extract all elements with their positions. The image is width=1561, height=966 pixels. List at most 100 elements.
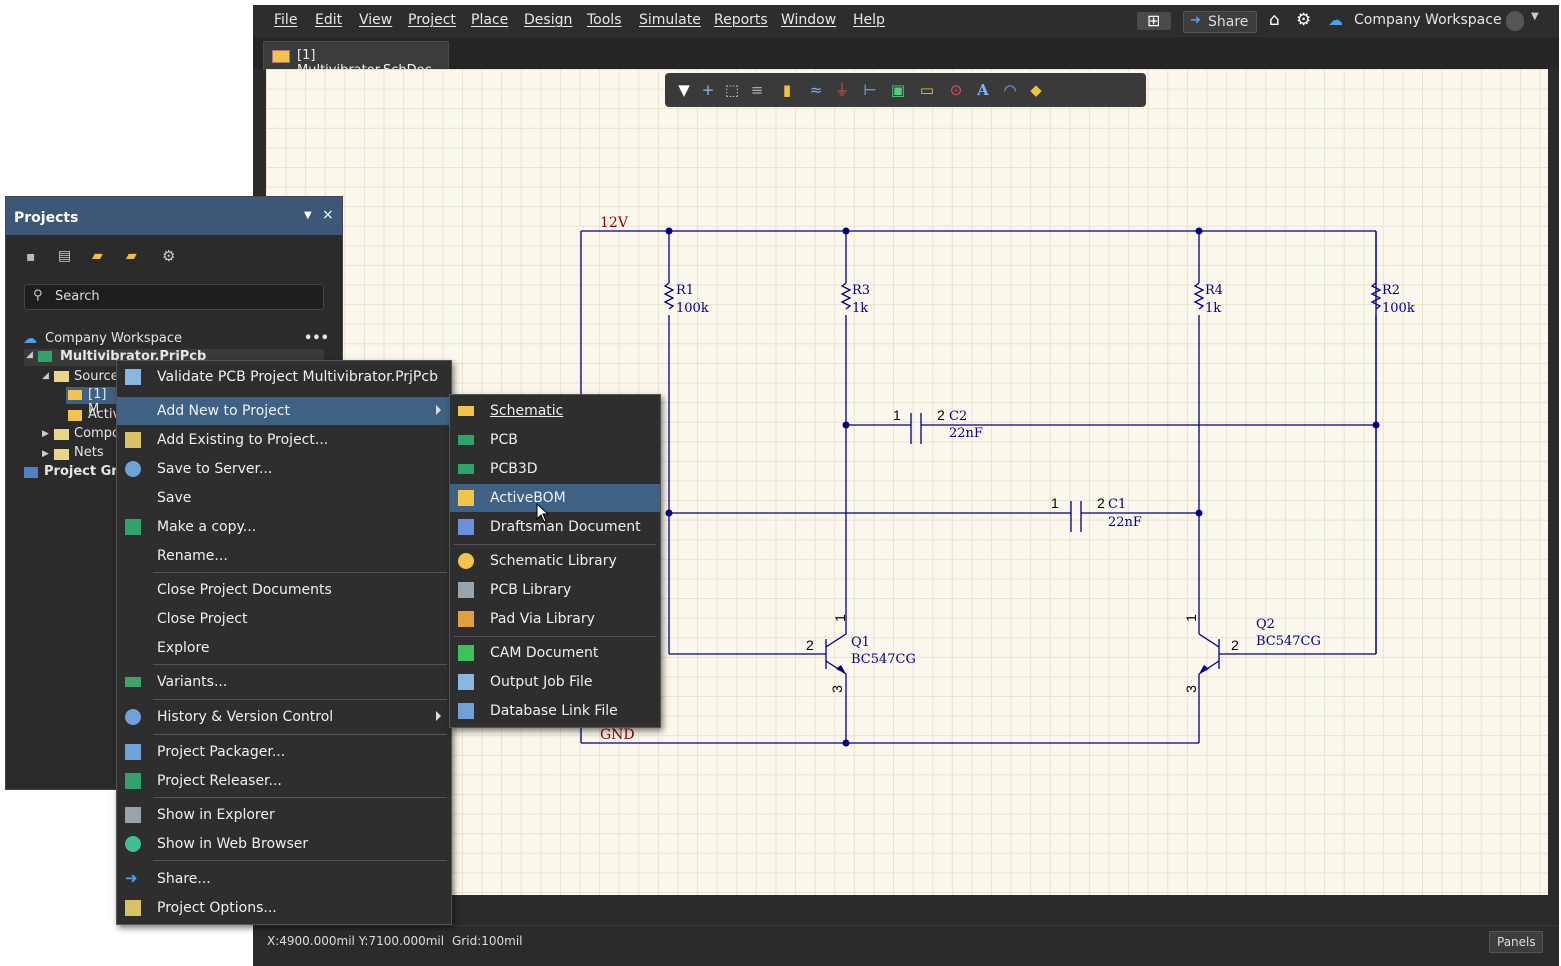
gear-icon[interactable]: ⚙: [1296, 10, 1312, 30]
project-folder-icon[interactable]: ▰: [126, 248, 137, 264]
r2-designator[interactable]: R2: [1382, 283, 1401, 298]
menu-explore[interactable]: Explore: [117, 634, 451, 662]
submenu-database-link-file[interactable]: Database Link File: [450, 697, 660, 725]
chevron-down-icon[interactable]: ▼: [1531, 11, 1539, 22]
tree-project-group[interactable]: Project Gro: [44, 464, 127, 479]
menu-view[interactable]: View: [359, 12, 393, 28]
net-label-12v[interactable]: 12V: [600, 215, 628, 231]
port-icon[interactable]: ▭: [919, 81, 935, 99]
c1-value[interactable]: 22nF: [1108, 515, 1142, 530]
r4-designator[interactable]: R4: [1205, 283, 1224, 298]
menu-close-project-documents[interactable]: Close Project Documents: [117, 576, 451, 604]
open-folder-icon[interactable]: ▰: [92, 248, 103, 264]
submenu-schematic[interactable]: Schematic: [450, 397, 660, 425]
menu-show-in-explorer[interactable]: Show in Explorer: [117, 801, 451, 829]
q1-designator[interactable]: Q1: [851, 635, 870, 650]
menu-share[interactable]: ➜ Share...: [117, 865, 451, 893]
filter-icon[interactable]: ▼: [678, 81, 690, 99]
submenu-output-job-file[interactable]: Output Job File: [450, 668, 660, 696]
home-icon[interactable]: ⌂: [1269, 10, 1280, 30]
menu-history-version-control[interactable]: History & Version Control: [117, 703, 451, 731]
wire-icon[interactable]: ≈: [809, 81, 823, 99]
expand-icon[interactable]: ◢: [42, 371, 49, 381]
menu-close-project[interactable]: Close Project: [117, 605, 451, 633]
search-input[interactable]: ⚲ Search: [24, 284, 324, 310]
collapse-icon[interactable]: ▶: [42, 429, 49, 439]
workspace-label[interactable]: Company Workspace: [1354, 12, 1502, 28]
power-port-icon[interactable]: ⏚: [834, 81, 850, 99]
close-icon[interactable]: ×: [322, 207, 334, 223]
menu-project-options[interactable]: Project Options...: [117, 894, 451, 922]
tree-schdoc-row[interactable]: [1] M: [66, 387, 118, 417]
text-icon[interactable]: A: [977, 81, 989, 99]
tree-workspace[interactable]: Company Workspace: [45, 331, 183, 346]
directive-icon[interactable]: ⊙: [949, 81, 963, 99]
net-label-icon[interactable]: ⊢: [863, 81, 877, 99]
r2-value[interactable]: 100k: [1382, 301, 1415, 316]
menu-file[interactable]: File: [274, 12, 298, 28]
c2-value[interactable]: 22nF: [949, 426, 983, 441]
menu-edit[interactable]: Edit: [315, 12, 343, 28]
submenu-pcb3d[interactable]: PCB3D: [450, 455, 660, 483]
submenu-cam-document[interactable]: CAM Document: [450, 639, 660, 667]
expand-icon[interactable]: ◢: [26, 350, 33, 360]
align-icon[interactable]: ≡: [750, 81, 764, 99]
menu-help[interactable]: Help: [853, 12, 885, 28]
menu-save[interactable]: Save: [117, 484, 451, 512]
tree-components[interactable]: Compo: [74, 426, 120, 441]
menu-save-to-server[interactable]: Save to Server...: [117, 455, 451, 483]
menu-simulate[interactable]: Simulate: [639, 12, 701, 28]
tree-nets[interactable]: Nets: [74, 445, 104, 460]
panels-button[interactable]: Panels: [1489, 931, 1543, 953]
q2-value[interactable]: BC547CG: [1256, 634, 1321, 649]
menu-variants[interactable]: Variants...: [117, 668, 451, 696]
q2-designator[interactable]: Q2: [1256, 617, 1275, 632]
submenu-draftsman[interactable]: Draftsman Document: [450, 513, 660, 541]
r3-designator[interactable]: R3: [852, 283, 871, 298]
tree-activebom[interactable]: Activ: [88, 407, 121, 422]
menu-add-existing[interactable]: Add Existing to Project...: [117, 426, 451, 454]
collapse-icon[interactable]: ▶: [42, 449, 49, 459]
net-label-gnd[interactable]: GND: [600, 727, 635, 743]
menu-place[interactable]: Place: [471, 12, 509, 28]
menu-project-releaser[interactable]: Project Releaser...: [117, 767, 451, 795]
submenu-schematic-library[interactable]: Schematic Library: [450, 547, 660, 575]
menu-rename[interactable]: Rename...: [117, 542, 451, 570]
r3-value[interactable]: 1k: [852, 301, 869, 316]
menu-project-packager[interactable]: Project Packager...: [117, 738, 451, 766]
menu-window[interactable]: Window: [781, 12, 837, 28]
menu-add-new-to-project[interactable]: Add New to Project: [117, 397, 451, 425]
sheet-symbol-icon[interactable]: ▣: [890, 81, 906, 99]
arc-icon[interactable]: ◠: [1003, 81, 1017, 99]
share-button[interactable]: ➜ Share: [1183, 11, 1257, 33]
menu-reports[interactable]: Reports: [714, 12, 768, 28]
menu-design[interactable]: Design: [524, 12, 573, 28]
move-cross-icon[interactable]: +: [701, 81, 715, 99]
menu-make-copy[interactable]: Make a copy...: [117, 513, 451, 541]
q1-value[interactable]: BC547CG: [851, 652, 916, 667]
gear-icon[interactable]: ⚙: [162, 247, 176, 265]
avatar[interactable]: [1506, 11, 1524, 31]
submenu-pad-via-library[interactable]: Pad Via Library: [450, 605, 660, 633]
menu-validate-project[interactable]: Validate PCB Project Multivibrator.PrjPc…: [117, 363, 451, 391]
harness-icon[interactable]: ◆: [1030, 81, 1042, 99]
r1-designator[interactable]: R1: [676, 283, 695, 298]
more-icon[interactable]: •••: [304, 331, 329, 346]
panel-menu-icon[interactable]: ▼: [304, 210, 312, 221]
new-message-button[interactable]: ⊞: [1137, 11, 1171, 30]
c1-designator[interactable]: C1: [1108, 497, 1127, 512]
tab-multivibrator-schdoc[interactable]: [1] Multivibrator.SchDoc: [263, 41, 449, 78]
submenu-activebom[interactable]: ActiveBOM: [450, 484, 660, 512]
component-icon[interactable]: ▮: [782, 81, 792, 99]
menu-tools[interactable]: Tools: [587, 12, 622, 28]
save-icon[interactable]: ▪: [26, 249, 36, 265]
menu-show-in-web-browser[interactable]: Show in Web Browser: [117, 830, 451, 858]
r1-value[interactable]: 100k: [676, 301, 709, 316]
c2-designator[interactable]: C2: [949, 409, 968, 424]
r4-value[interactable]: 1k: [1205, 301, 1222, 316]
menu-project[interactable]: Project: [408, 12, 456, 28]
save-all-icon[interactable]: ▤: [58, 248, 72, 264]
tree-source-documents[interactable]: Source: [74, 369, 119, 384]
submenu-pcb-library[interactable]: PCB Library: [450, 576, 660, 604]
submenu-pcb[interactable]: PCB: [450, 426, 660, 454]
